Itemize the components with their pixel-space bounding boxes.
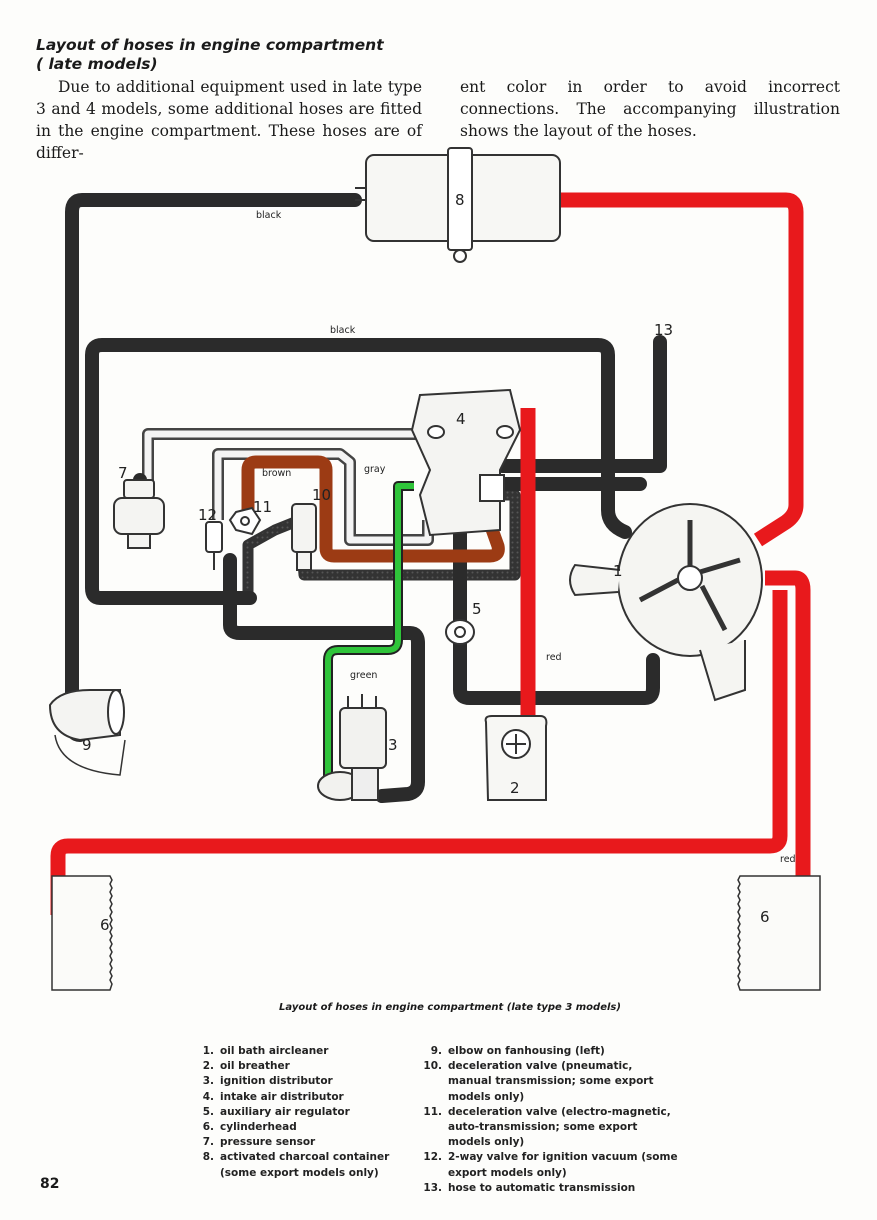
label-brown: brown: [262, 468, 291, 479]
label-red-bottom: red: [780, 854, 796, 865]
ignition-distributor: [317, 694, 387, 801]
part-number-9: 9: [82, 736, 92, 754]
heading-line-2: ( late models): [36, 55, 158, 73]
auxiliary-air-regulator: [445, 619, 475, 645]
intro-paragraph-col1: Due to additional equipment used in late…: [36, 78, 422, 162]
part-number-5: 5: [472, 600, 482, 618]
legend-item: 4.intake air distributor: [202, 1090, 344, 1103]
black-hoses: [65, 193, 667, 803]
legend-item: 3.ignition distributor: [202, 1075, 333, 1088]
part-number-4: 4: [456, 410, 466, 428]
label-black-mid: black: [330, 325, 356, 336]
figure-caption: Layout of hoses in engine compartment (l…: [279, 1002, 621, 1013]
cylinderhead-right: [737, 875, 821, 991]
part-number-7: 7: [118, 464, 128, 482]
part-number-6-right: 6: [760, 908, 770, 926]
legend-item: 11.deceleration valve (electro-magnetic,…: [423, 1105, 671, 1149]
elbow-on-fanhousing: [48, 689, 126, 776]
legend-item: 2.oil breather: [202, 1060, 290, 1073]
legend-left: 1.oil bath aircleaner 2.oil breather 3.i…: [190, 1044, 400, 1181]
charcoal-container: [355, 147, 561, 263]
label-green: green: [350, 670, 377, 681]
deceleration-valve-electromagnetic: [228, 506, 262, 536]
heading-line-1: Layout of hoses in engine compartment: [36, 36, 384, 54]
red-hoses: [50, 192, 811, 915]
legend-item: 9.elbow on fanhousing (left): [430, 1045, 605, 1057]
intake-air-distributor: [410, 388, 522, 537]
cylinderhead-left: [51, 875, 113, 991]
part-number-11: 11: [253, 498, 272, 516]
legend-item: 12.2-way valve for ignition vacuum (some…: [423, 1151, 678, 1179]
oil-breather: [484, 715, 548, 801]
legend-item: 5.auxiliary air regulator: [202, 1105, 350, 1118]
page-number: 82: [40, 1176, 60, 1192]
label-gray: gray: [364, 464, 386, 475]
oil-bath-aircleaner: [569, 503, 763, 702]
legend-item: 8.activated charcoal container (some exp…: [202, 1151, 390, 1179]
deceleration-valve-pneumatic: [291, 503, 317, 571]
part-number-1: 1: [613, 562, 623, 580]
two-way-valve: [205, 521, 223, 570]
pressure-sensor: [113, 479, 165, 549]
section-heading: Layout of hoses in engine compartment ( …: [36, 36, 384, 74]
label-black-top: black: [256, 210, 282, 221]
legend-item: 1.oil bath aircleaner: [202, 1045, 329, 1057]
part-number-10: 10: [312, 486, 331, 504]
part-number-8: 8: [455, 191, 465, 209]
label-red-mid: red: [546, 652, 562, 663]
part-number-13: 13: [654, 321, 673, 339]
legend-right: 9.elbow on fanhousing (left) 10.decelera…: [418, 1044, 678, 1196]
legend-item: 13.hose to automatic transmission: [423, 1181, 636, 1194]
legend-item: 7.pressure sensor: [202, 1136, 316, 1149]
legend-item: 10.deceleration valve (pneumatic, manual…: [423, 1060, 654, 1103]
green-hose: [323, 481, 414, 790]
part-number-2: 2: [510, 779, 520, 797]
part-number-3: 3: [388, 736, 398, 754]
part-number-6-left: 6: [100, 916, 110, 934]
part-number-12: 12: [198, 506, 217, 524]
intro-paragraph-col2: ent color in order to avoid incorrect co…: [460, 78, 840, 140]
legend-item: 6.cylinderhead: [202, 1121, 297, 1134]
